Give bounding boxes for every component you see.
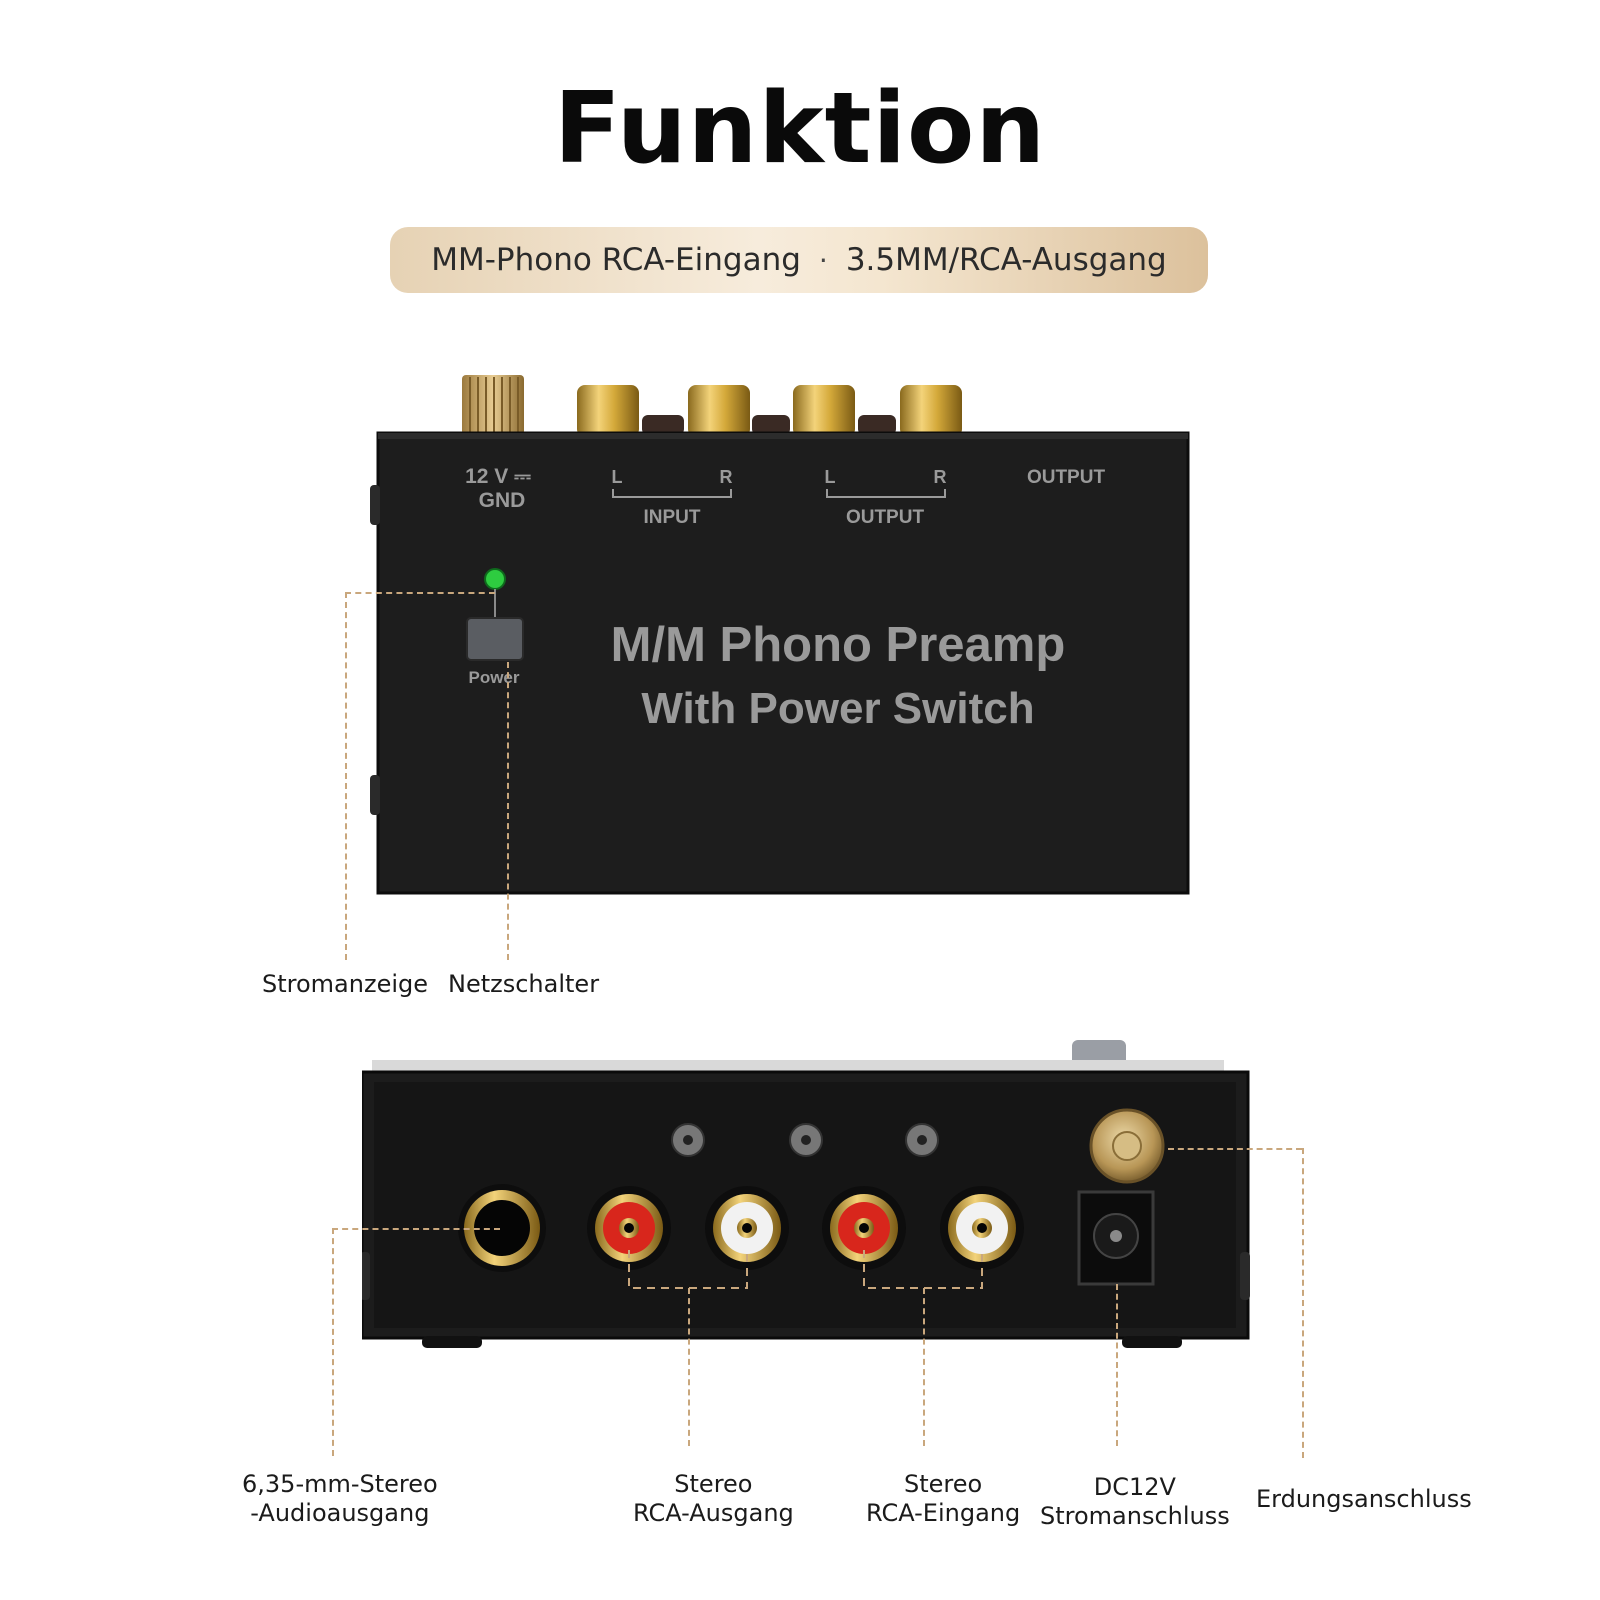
ground-knob-top [462,375,524,435]
print-power: Power [468,668,519,687]
label-rca-output: Stereo RCA-Ausgang [633,1470,794,1528]
label-rca-input: Stereo RCA-Eingang [866,1470,1020,1528]
jack-6-35mm [458,1184,546,1272]
callout-line-led-h [345,592,495,594]
power-led [484,568,506,590]
brand-line1: M/M Phono Preamp [611,618,1066,672]
brand-line2: With Power Switch [641,684,1034,733]
callout-line-ground-h [1168,1148,1302,1150]
rca-output-jacks [587,1186,789,1270]
feature-input-text: MM-Phono RCA-Eingang [431,242,801,278]
print-output-stereo: OUTPUT [846,507,925,528]
print-l-input: L [612,467,623,487]
callout-line-6-35-h [332,1228,500,1230]
print-output: OUTPUT [1027,467,1106,488]
rca-input-jacks [822,1186,1024,1270]
rca-jacks-top [577,385,962,437]
print-r-output: R [934,467,947,487]
feature-output-text: 3.5MM/RCA-Ausgang [845,242,1167,278]
label-dc-power-line2: Stromanschluss [1040,1502,1230,1530]
ground-terminal [1089,1108,1165,1184]
callout-line-rca-out-v [688,1288,690,1446]
label-rca-output-line1: Stereo [674,1470,753,1498]
print-12v: 12 V ⎓ [465,465,531,488]
print-input: INPUT [644,507,701,528]
power-switch [466,617,524,661]
callout-line-led-v [345,592,347,960]
feature-banner: MM-Phono RCA-Eingang · 3.5MM/RCA-Ausgang [390,227,1208,293]
label-dc-power-line1: DC12V [1093,1473,1176,1501]
callout-line-ground-v [1302,1148,1304,1458]
callout-line-6-35-v [332,1228,334,1456]
label-power-switch: Netzschalter [448,970,600,998]
label-dc-power: DC12V Stromanschluss [1040,1473,1230,1531]
feature-separator: · [818,243,828,277]
label-audio-output-line2: -Audioausgang [250,1499,430,1527]
preamp-front-view [362,1040,1254,1360]
callout-line-switch-v [507,662,509,960]
label-audio-output-line1: 6,35-mm-Stereo [242,1470,438,1498]
print-l-output: L [825,467,836,487]
callout-line-rca-in-v [923,1288,925,1446]
page-title: Funktion [553,72,1047,186]
callout-line-dc-v [1116,1284,1118,1446]
preamp-top-view: 12 V ⎓ GND L R INPUT L R OUTPUT OUTPUT P… [370,375,1220,915]
label-rca-output-line2: RCA-Ausgang [633,1499,794,1527]
label-ground: Erdungsanschluss [1256,1485,1472,1513]
label-rca-input-line2: RCA-Eingang [866,1499,1021,1527]
label-audio-output: 6,35-mm-Stereo -Audioausgang [242,1470,438,1528]
label-rca-input-line1: Stereo [904,1470,983,1498]
print-gnd: GND [479,489,526,512]
dc-jack [1077,1190,1155,1286]
label-power-indicator: Stromanzeige [262,970,428,998]
print-r-input: R [720,467,733,487]
